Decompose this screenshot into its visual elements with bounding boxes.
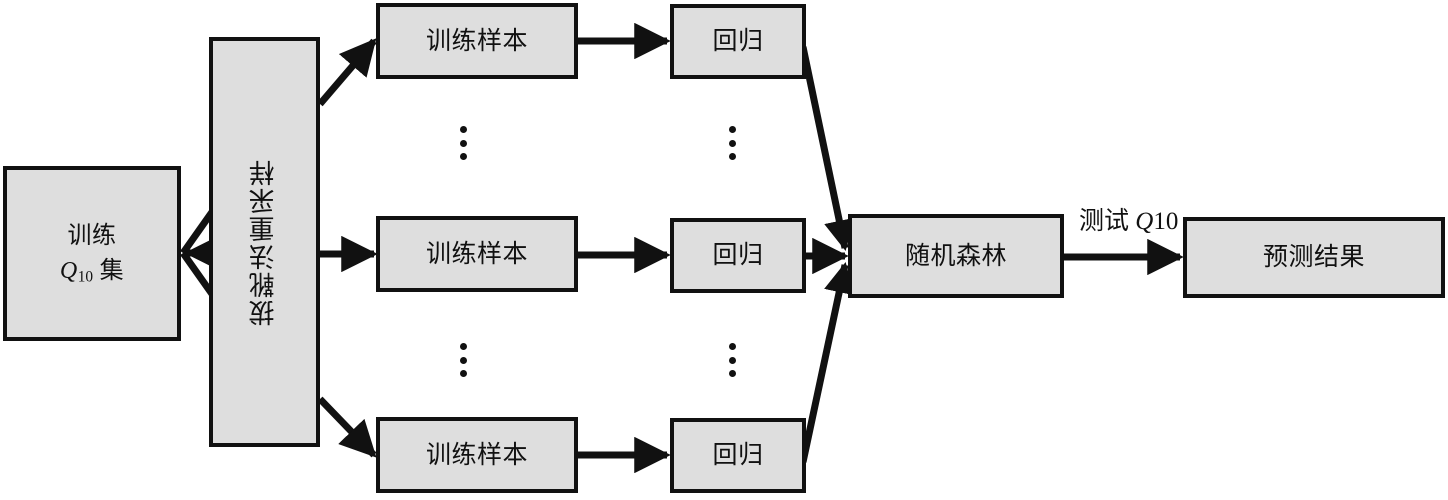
- node-training-sample-3-label: 训练样本: [425, 441, 528, 469]
- node-bootstrap-resampling[interactable]: 拔靴法重采样: [209, 37, 320, 447]
- node-regression-1-label: 回归: [712, 28, 764, 55]
- node-regression-2-label: 回归: [712, 242, 764, 269]
- edge-bootstrap-to-train-3: [317, 396, 377, 458]
- node-prediction-result-label: 预测结果: [1262, 244, 1365, 271]
- edge-reg-3-to-forest: [799, 261, 855, 463]
- node-prediction-result[interactable]: 预测结果: [1183, 217, 1445, 298]
- vertical-ellipsis-icon: [457, 126, 469, 160]
- edge-label-test-q10: 测试 Q10: [1079, 208, 1179, 235]
- node-bootstrap-resampling-label: 拔靴法重采样: [249, 158, 279, 326]
- vertical-ellipsis-icon: [457, 343, 469, 377]
- node-regression-2[interactable]: 回归: [670, 218, 806, 293]
- node-training-sample-2-label: 训练样本: [425, 240, 528, 268]
- node-random-forest-label: 随机森林: [904, 242, 1007, 270]
- node-training-sample-1-label: 训练样本: [425, 27, 528, 55]
- node-regression-3-label: 回归: [712, 442, 764, 469]
- edge-bootstrap-to-train-1: [317, 38, 377, 107]
- node-regression-3[interactable]: 回归: [670, 418, 806, 493]
- edge-reg-1-to-forest: [799, 46, 855, 252]
- vertical-ellipsis-icon: [726, 343, 738, 377]
- vertical-ellipsis-icon: [726, 126, 738, 160]
- node-training-sample-2[interactable]: 训练样本: [376, 216, 578, 292]
- node-training-sample-3[interactable]: 训练样本: [376, 417, 578, 493]
- node-regression-1[interactable]: 回归: [670, 4, 806, 79]
- node-training-sample-1[interactable]: 训练样本: [376, 3, 578, 79]
- edge-bootstrap-to-dataset: [180, 209, 221, 297]
- node-random-forest[interactable]: 随机森林: [848, 214, 1064, 298]
